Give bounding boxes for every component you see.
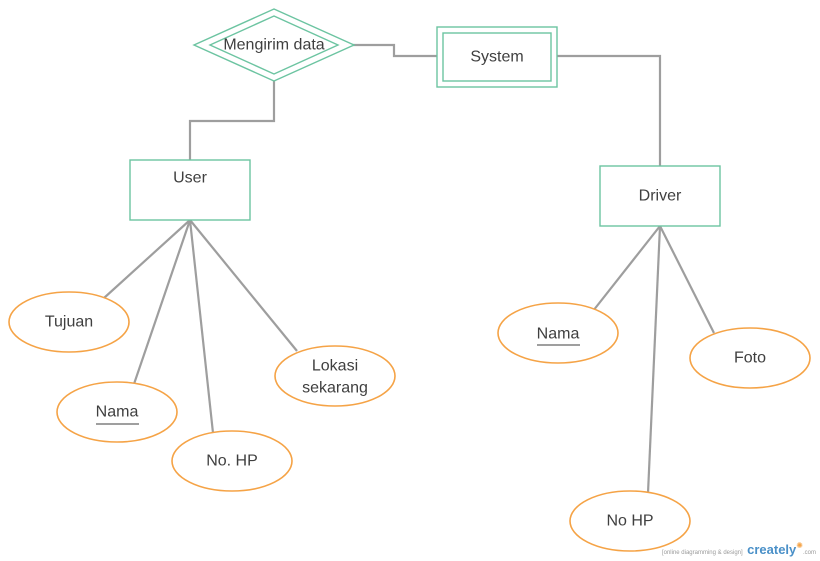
attribute-ellipse: [274, 345, 396, 407]
connector-driver-no-hp: [646, 225, 662, 494]
watermark-brand: creately: [747, 542, 797, 557]
attribute-ellipse: [569, 490, 691, 552]
entity-user[interactable]: User: [129, 159, 251, 221]
attribute-ellipse: [171, 430, 293, 492]
relationship-label: Mengirim data: [223, 37, 324, 54]
connector-user-lokasi: [189, 219, 298, 352]
connector-driver-foto: [659, 225, 715, 334]
attribute-ellipse: [56, 381, 178, 443]
attribute-ellipse: [689, 327, 811, 389]
connector-user-no-hp: [188, 219, 215, 434]
watermark-domain: .com: [802, 550, 816, 556]
attribute-label: No HP: [606, 513, 653, 530]
attribute-user-no-hp[interactable]: No. HP: [171, 430, 293, 492]
connector-system-driver: [557, 54, 662, 166]
attribute-user-lokasi-sekarang[interactable]: Lokasi sekarang: [274, 345, 396, 407]
connectors: [103, 43, 715, 494]
attribute-driver-foto[interactable]: Foto: [689, 327, 811, 389]
connector-relationship-system: [349, 43, 437, 58]
connector-user-tujuan: [103, 219, 191, 299]
attribute-ellipse: [8, 291, 130, 353]
entity-driver[interactable]: Driver: [599, 165, 721, 227]
watermark-tagline: [online diagramming & design]: [661, 550, 743, 556]
entity-system-inner-box: [442, 32, 552, 82]
attribute-ellipse: [497, 302, 619, 364]
attribute-user-nama[interactable]: Nama: [56, 381, 178, 443]
attribute-label: No. HP: [206, 453, 258, 470]
entity-driver-box: [599, 165, 721, 227]
sun-icon: ✺: [796, 541, 803, 550]
entity-user-box: [129, 159, 251, 221]
creately-watermark: [online diagramming & design] creately✺.…: [662, 542, 816, 558]
entity-system[interactable]: System: [436, 26, 558, 88]
attribute-label: Foto: [734, 350, 766, 367]
attribute-key-label: Nama: [96, 404, 139, 421]
relationship-mengirim-data[interactable]: Mengirim data: [192, 8, 356, 82]
entity-driver-label: Driver: [639, 188, 682, 205]
attribute-user-tujuan[interactable]: Tujuan: [8, 291, 130, 353]
connector-driver-nama: [592, 225, 661, 312]
entity-user-label: User: [173, 170, 207, 187]
attribute-driver-nama[interactable]: Nama: [497, 302, 619, 364]
entity-system-label: System: [470, 49, 523, 66]
attribute-driver-no-hp[interactable]: No HP: [569, 490, 691, 552]
relationship-diamond-inner: [208, 15, 340, 75]
connector-relationship-user: [188, 80, 276, 160]
attribute-label-line-2: sekarang: [302, 380, 368, 397]
attribute-label: Tujuan: [45, 314, 93, 331]
connector-user-nama: [132, 219, 192, 385]
attribute-key-label: Nama: [537, 326, 580, 343]
attribute-label-line-1: Lokasi: [312, 358, 358, 375]
